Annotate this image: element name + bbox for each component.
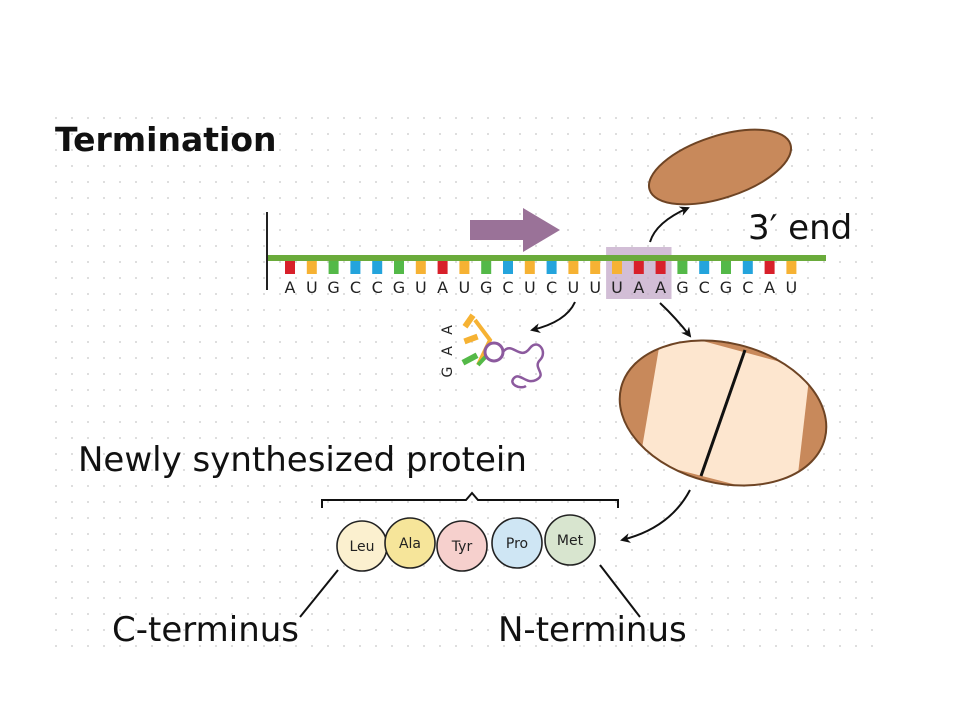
- mrna-base-letter: U: [568, 278, 580, 297]
- three-prime-end-label: 3′ end: [748, 208, 853, 248]
- mrna-base-letter: U: [459, 278, 471, 297]
- mrna-base-tick: [546, 261, 557, 274]
- trna-anticodon: G A A: [440, 325, 456, 378]
- mrna-base-letter: C: [502, 278, 513, 297]
- mrna-base-letter: C: [372, 278, 383, 297]
- arrow-to-trna: [530, 301, 576, 334]
- mrna-base-letter: U: [589, 278, 601, 297]
- amino-acid-label: Leu: [349, 539, 374, 555]
- amino-acid-label: Ala: [399, 536, 421, 552]
- mrna-base-tick: [306, 261, 317, 274]
- mrna-base-tick: [503, 261, 513, 274]
- small-ribosome-subunit: [647, 128, 793, 206]
- c-terminus-label: C-terminus: [112, 610, 300, 650]
- amino-acid-label: Met: [557, 533, 584, 549]
- mrna-base-letter: A: [655, 278, 666, 297]
- mrna-base-letter: A: [285, 278, 296, 297]
- mrna-base-letter: U: [786, 278, 798, 297]
- n-terminus-pointer: [599, 564, 641, 618]
- mrna-base-tick: [415, 261, 426, 274]
- mrna-base-tick: [372, 261, 383, 274]
- anticodon-letter: A: [440, 346, 456, 356]
- mrna-base-tick: [394, 261, 404, 274]
- mrna-base-letter: C: [546, 278, 557, 297]
- mrna-base-tick: [285, 261, 295, 274]
- mrna-base-tick: [459, 261, 470, 274]
- mrna-base-tick: [437, 261, 448, 274]
- mrna-base-letter: G: [393, 278, 405, 297]
- mrna-base-tick: [721, 261, 731, 274]
- amino-acid-label: Tyr: [451, 539, 473, 555]
- arrow-to-protein: [620, 489, 691, 543]
- anticodon-letter: G: [440, 367, 456, 378]
- mrna-base-tick: [350, 261, 361, 274]
- arrow-to-large-subunit: [659, 302, 692, 338]
- mrna-base-letter: C: [350, 278, 361, 297]
- mrna-base-tick: [633, 261, 644, 274]
- mrna-base-letter: C: [699, 278, 710, 297]
- mrna-base-tick: [524, 261, 535, 274]
- mrna-base-letter: A: [633, 278, 644, 297]
- translation-direction-arrow: [470, 208, 560, 252]
- amino-acid-label: Pro: [506, 536, 528, 552]
- mrna-base-tick: [568, 261, 579, 274]
- mrna-base-letter: U: [611, 278, 623, 297]
- anticodon-letter: A: [440, 325, 456, 335]
- mrna-base-letter: G: [327, 278, 339, 297]
- amino-acid-circle: [544, 514, 596, 566]
- mrna-backbone: [268, 255, 826, 261]
- mrna-base-tick: [655, 261, 666, 274]
- amino-acid-circle: [436, 520, 488, 572]
- mrna-base-letter: U: [306, 278, 318, 297]
- mrna-base-tick: [742, 261, 753, 274]
- released-trna: [461, 313, 545, 389]
- protein-brace: [321, 491, 619, 508]
- amino-acid-chain: Leu Ala Tyr Pro Met: [336, 514, 596, 572]
- diagram-title: Termination: [55, 120, 277, 159]
- mrna-base-tick: [699, 261, 710, 274]
- mrna-base-letter: G: [480, 278, 492, 297]
- mrna-base-letter: G: [676, 278, 688, 297]
- mrna-base-tick: [590, 261, 601, 274]
- mrna-base-tick: [481, 261, 492, 274]
- amino-acid-circle: [384, 517, 436, 569]
- mrna-base-letter: C: [742, 278, 753, 297]
- mrna-base-tick: [328, 261, 339, 274]
- mrna-base-tick: [786, 261, 797, 274]
- mrna-base-tick: [677, 261, 688, 274]
- mrna-base-letter: A: [764, 278, 775, 297]
- mrna-base-letter: A: [437, 278, 448, 297]
- arrow-to-small-subunit: [649, 206, 690, 243]
- n-terminus-label: N-terminus: [498, 610, 687, 650]
- amino-acid-circle: [491, 517, 543, 569]
- mrna-base-letter: U: [415, 278, 427, 297]
- c-terminus-pointer: [299, 569, 339, 618]
- mrna-base-letter: G: [720, 278, 732, 297]
- protein-label: Newly synthesized protein: [78, 440, 527, 480]
- mrna-base-letter: U: [524, 278, 536, 297]
- large-ribosome-subunit: [618, 330, 828, 500]
- mrna-base-tick: [764, 261, 775, 274]
- mrna-base-tick: [612, 261, 622, 274]
